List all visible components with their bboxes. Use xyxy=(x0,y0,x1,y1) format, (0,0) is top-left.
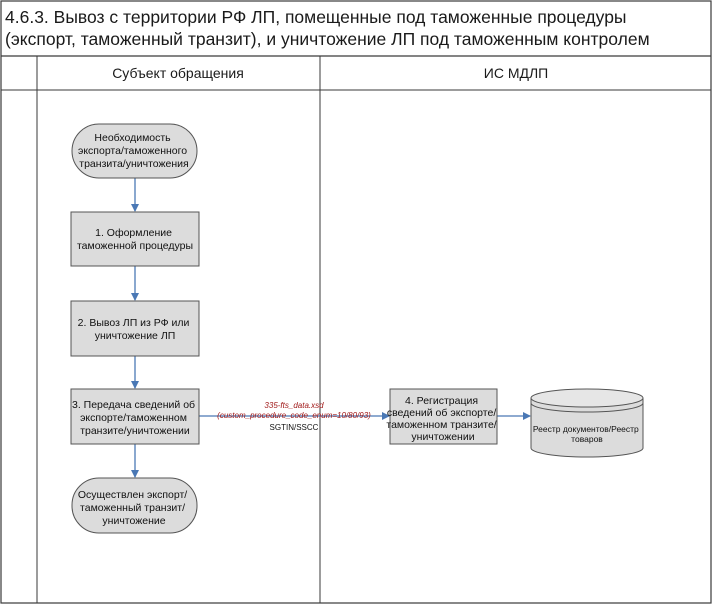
node-step-1-line-1: 1. Оформление xyxy=(95,227,172,239)
svg-text:2. Вывоз ЛП из РФ или ун: 2. Вывоз ЛП из РФ или уничтожение ЛП xyxy=(78,317,193,342)
node-step-3-line-2: экспорте/таможенном xyxy=(80,412,187,424)
connectors xyxy=(131,178,531,478)
node-step-3: 3. Передача сведений об экспорте/таможен… xyxy=(70,388,200,445)
svg-text:3. Передача сведений об: 3. Передача сведений об экспорте/таможен… xyxy=(72,399,198,437)
edge-label-procedure-codes: (custom_procedure_code_enum=10/80/93) xyxy=(217,411,371,420)
svg-text:Необходимость экспорта/т: Необходимость экспорта/таможенного транз… xyxy=(78,132,190,170)
edge-label-step3-to-step4: 335-fts_data.xsd (custom_procedure_code_… xyxy=(217,401,371,432)
node-start-line-1: Необходимость xyxy=(94,132,171,144)
node-step-4: 4. Регистрация сведений об экспорте/ там… xyxy=(386,388,499,445)
node-step-2-line-1: 2. Вывоз ЛП из РФ или xyxy=(78,317,190,329)
node-end: Осуществлен экспорт/ таможенный транзит/… xyxy=(71,477,198,534)
diagram-title: 4.6.3. Вывоз с территории РФ ЛП, помещен… xyxy=(5,7,650,49)
node-start: Необходимость экспорта/таможенного транз… xyxy=(71,123,198,179)
svg-text:Реестр документов/Реестр: Реестр документов/Реестр товаров xyxy=(533,424,641,444)
node-step-1: 1. Оформление таможенной процедуры xyxy=(70,211,200,267)
node-registry-line-1: Реестр документов/Реестр xyxy=(533,424,639,434)
node-registry-database: Реестр документов/Реестр товаров xyxy=(530,388,644,458)
edge-label-schema: 335-fts_data.xsd xyxy=(264,401,324,410)
node-start-line-3: транзита/уничтожения xyxy=(79,158,188,170)
node-step-2-line-2: уничтожение ЛП xyxy=(95,330,176,342)
node-step-1-line-2: таможенной процедуры xyxy=(77,240,193,252)
node-step-4-line-2: сведений об экспорте/ xyxy=(387,407,496,419)
title-line-1: 4.6.3. Вывоз с территории РФ ЛП, помещен… xyxy=(5,7,627,27)
node-step-4-line-4: уничтожении xyxy=(411,431,474,443)
edge-label-identifiers: SGTIN/SSCC xyxy=(270,423,319,432)
svg-text:1. Оформление таможенной: 1. Оформление таможенной процедуры xyxy=(77,227,193,252)
node-step-4-line-3: таможенном транзите/ xyxy=(386,419,496,431)
node-step-2: 2. Вывоз ЛП из РФ или уничтожение ЛП xyxy=(70,300,200,357)
lane-label-subject: Субъект обращения xyxy=(112,65,244,81)
node-registry-line-2: товаров xyxy=(571,434,603,444)
database-icon xyxy=(530,398,644,458)
lane-label-mdlp: ИС МДЛП xyxy=(484,65,548,81)
node-step-3-line-1: 3. Передача сведений об xyxy=(72,399,195,411)
node-start-line-2: экспорта/таможенного xyxy=(78,145,187,157)
svg-text:Осуществлен экспорт/ там: Осуществлен экспорт/ таможенный транзит/… xyxy=(78,489,190,527)
node-step-4-line-1: 4. Регистрация xyxy=(405,395,478,407)
node-step-3-line-3: транзите/уничтожении xyxy=(80,425,190,437)
title-line-2: (экспорт, таможенный транзит), и уничтож… xyxy=(5,29,650,49)
svg-text:4. Регистрация сведений: 4. Регистрация сведений об экспорте/ там… xyxy=(386,395,499,443)
node-end-line-3: уничтожение xyxy=(102,515,165,527)
node-end-line-2: таможенный транзит/ xyxy=(80,502,185,514)
node-end-line-1: Осуществлен экспорт/ xyxy=(78,489,187,501)
